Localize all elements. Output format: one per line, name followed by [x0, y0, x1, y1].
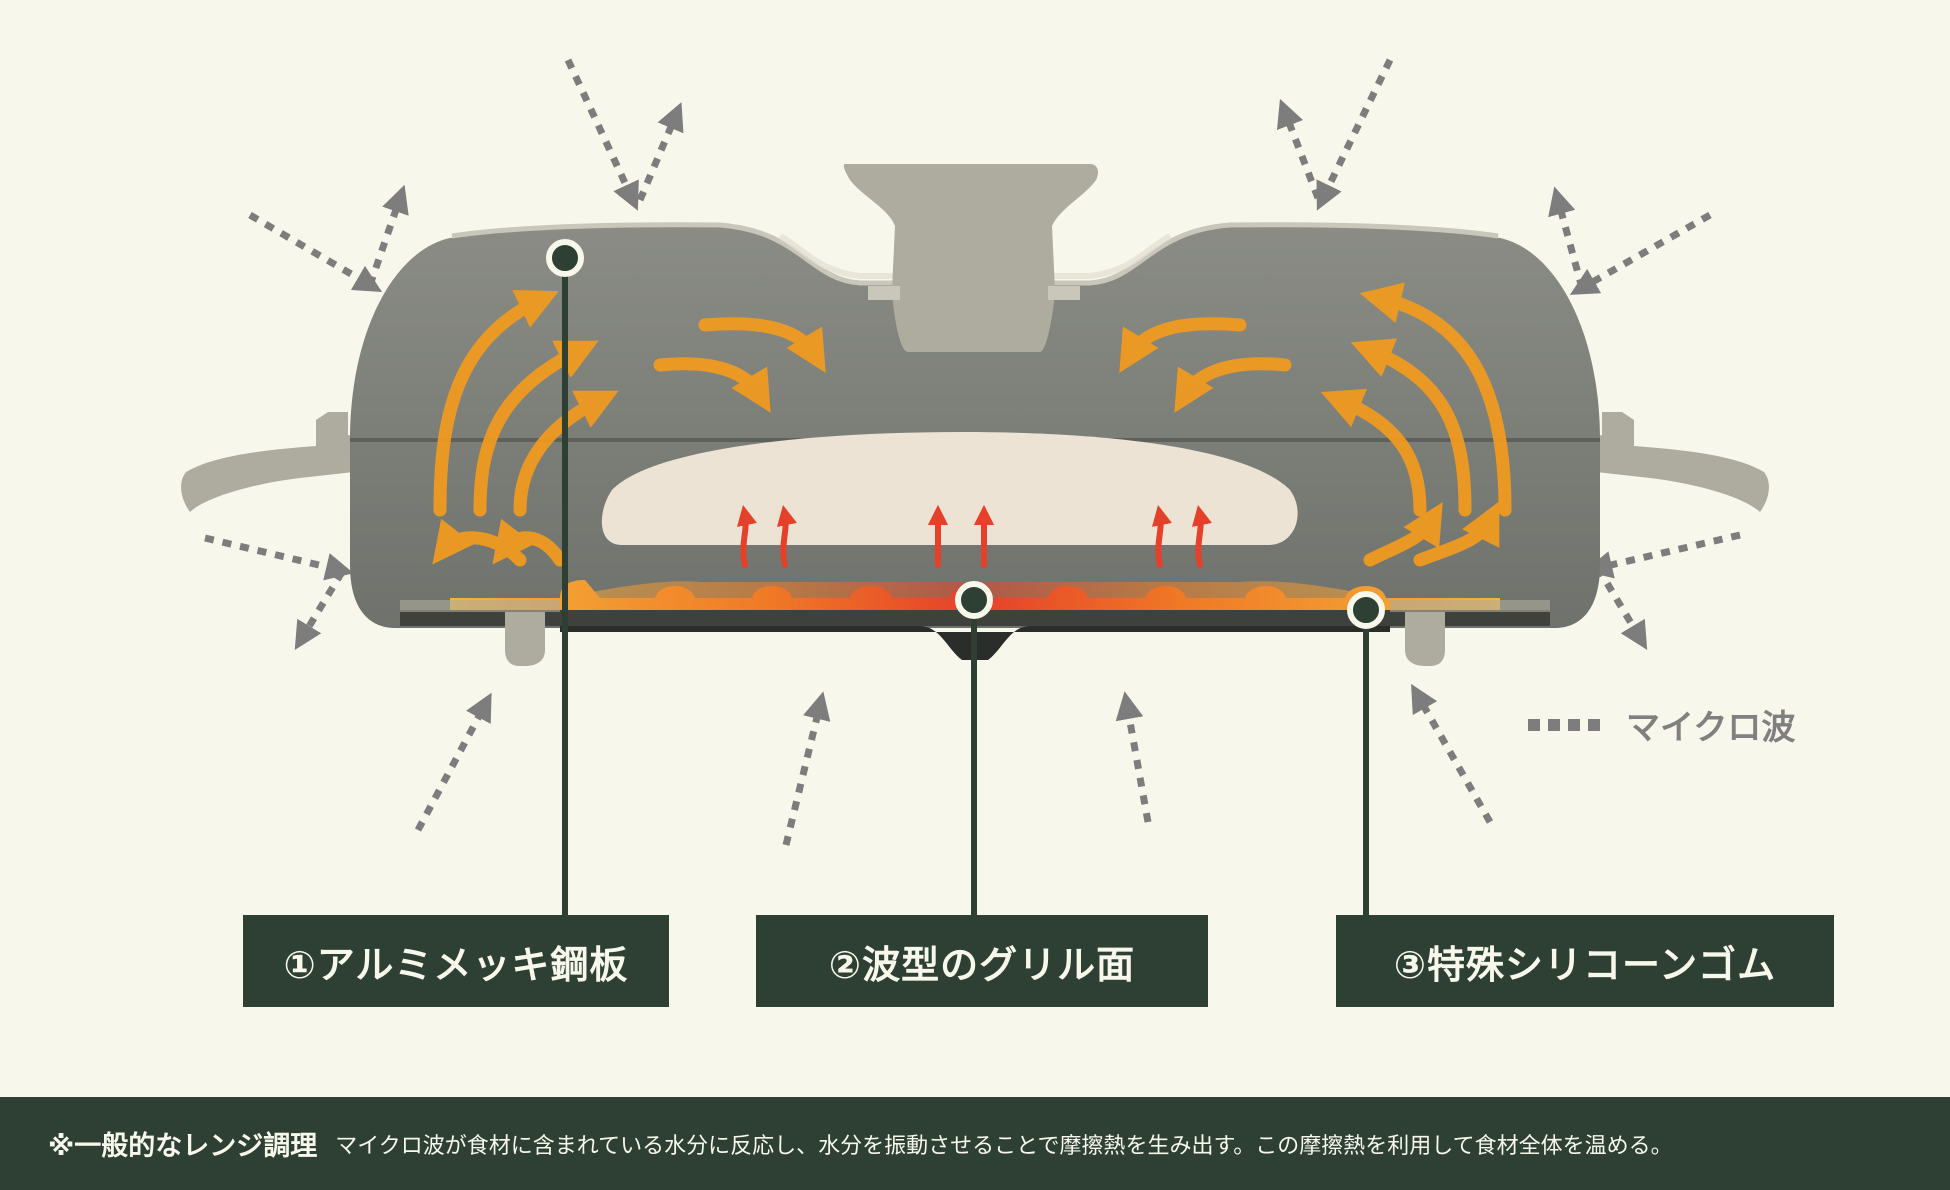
callouts	[546, 239, 1385, 915]
convection-arrow	[1119, 317, 1247, 373]
convection-arrow	[1320, 388, 1427, 517]
lid-knob	[843, 164, 1098, 352]
rising-heat-arrow	[1151, 504, 1172, 568]
convection-arrow	[492, 518, 567, 567]
convection-arrow	[698, 317, 826, 373]
microwave-arrow	[636, 102, 684, 202]
footer-title: ※一般的なレンジ調理	[48, 1131, 318, 1162]
microwave-arrow	[1594, 566, 1648, 651]
rising-heat-arrow	[1191, 504, 1212, 568]
convection-arrow	[513, 390, 619, 517]
label-wave-grill-surface: ②波型のグリル面	[756, 915, 1208, 1007]
left-handle	[181, 412, 372, 512]
legend-text: マイクロ波	[1626, 708, 1796, 748]
right-handle	[1578, 412, 1769, 512]
microwave-arrow	[1548, 186, 1586, 289]
convection-arrow	[1363, 502, 1443, 567]
convection-arrow	[1174, 357, 1292, 413]
convection-arrow	[653, 357, 771, 413]
convection-arrow	[433, 290, 559, 517]
microwave-arrow	[294, 570, 345, 650]
base-rim-right	[1390, 600, 1550, 612]
microwave-arrow	[366, 184, 409, 287]
footer-text: マイクロ波が食材に含まれている水分に反応し、水分を振動させることで摩擦熱を生み出…	[335, 1133, 1673, 1159]
microwave-arrow	[1316, 58, 1394, 211]
dotted-arrow-line-icon	[1528, 718, 1600, 731]
label-special-silicone: ③特殊シリコーンゴム	[1336, 915, 1834, 1007]
knob-base-left	[868, 286, 900, 300]
callout-dot-1	[546, 239, 584, 277]
legend: マイクロ波	[1528, 700, 1795, 749]
microwave-arrow	[1115, 691, 1152, 823]
callout-dot-3	[1347, 591, 1385, 629]
microwave-arrow	[782, 691, 831, 846]
rising-heat-arrow	[776, 504, 797, 568]
callout-dot-2	[955, 581, 993, 619]
food	[601, 432, 1298, 545]
convection-arrow	[473, 340, 599, 517]
microwave-arrow	[1276, 98, 1322, 200]
base-rim-left	[400, 600, 560, 612]
microwave-arrow	[1411, 683, 1494, 824]
rising-heat	[736, 504, 1212, 568]
label-aluminum-steel: ①アルミメッキ鋼板	[243, 915, 669, 1007]
microwave-arrow	[204, 534, 354, 581]
convection-arrow	[1413, 501, 1500, 567]
convection-arrow	[1350, 338, 1472, 517]
microwave-arrow	[248, 211, 383, 293]
knob-base-right	[1048, 286, 1080, 300]
microwave-arrows	[204, 58, 1741, 846]
rising-heat-arrow	[736, 504, 757, 568]
left-foot	[505, 612, 545, 666]
grill-cross-section	[181, 58, 1769, 915]
microwave-arrow	[414, 692, 492, 832]
microwave-arrow	[564, 58, 639, 211]
footer-note: ※一般的なレンジ調理 マイクロ波が食材に含まれている水分に反応し、水分を振動させ…	[0, 1097, 1950, 1190]
convection-arrow	[1359, 282, 1512, 517]
microwave-arrow	[1584, 531, 1741, 579]
microwave-arrow	[1569, 211, 1712, 295]
right-foot	[1405, 612, 1445, 666]
convection-arrows	[432, 282, 1512, 567]
